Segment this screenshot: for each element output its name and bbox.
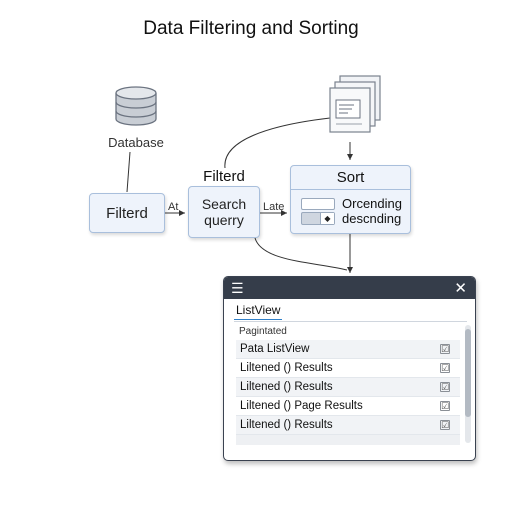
- list-item-label: Pata ListView: [240, 343, 310, 355]
- list-item-label: Liltened () Results: [240, 362, 333, 374]
- sort-node-title: Sort: [291, 166, 410, 190]
- search-node-caption: Filterd: [203, 168, 245, 185]
- list-item[interactable]: Liltened () Results ☑: [236, 416, 460, 435]
- checkbox-checked-icon[interactable]: ☑: [440, 382, 450, 392]
- search-node-line2: querry: [204, 212, 244, 228]
- connector-database-to-filterd: [126, 151, 131, 193]
- vertical-scrollbar[interactable]: [465, 325, 471, 443]
- list-item[interactable]: Liltened () Results ☑: [236, 378, 460, 397]
- close-icon[interactable]: ✕: [454, 279, 467, 297]
- ascending-label: Orcending: [342, 196, 402, 211]
- filterd-node-label: Filterd: [106, 204, 148, 222]
- list-item-label: Liltened () Page Results: [240, 400, 363, 412]
- list-item-label: Liltened () Results: [240, 381, 333, 393]
- connector-search-to-window: [254, 237, 348, 271]
- menu-icon[interactable]: ☰: [231, 280, 244, 296]
- results-list: Pata ListView ☑ Liltened () Results ☑ Li…: [236, 340, 460, 445]
- list-empty-row: [236, 435, 460, 445]
- tab-divider: [234, 321, 467, 322]
- search-node-line1: Search: [201, 196, 247, 212]
- filterd-node: Filterd: [89, 193, 165, 233]
- checkbox-checked-icon[interactable]: ☑: [440, 363, 450, 373]
- sort-option-descending[interactable]: ◆ descnding: [301, 211, 401, 226]
- list-item[interactable]: Liltened () Page Results ☑: [236, 397, 460, 416]
- scrollbar-thumb[interactable]: [465, 329, 471, 417]
- search-query-node: Search querry: [188, 186, 260, 238]
- descending-toggle[interactable]: ◆: [301, 212, 335, 225]
- checkbox-checked-icon[interactable]: ☑: [440, 401, 450, 411]
- window-titlebar: ☰ ✕: [224, 277, 475, 299]
- sort-node: Sort Orcending ◆ descnding: [290, 165, 411, 234]
- checkbox-checked-icon[interactable]: ☑: [440, 344, 450, 354]
- connector-search-to-documents: [224, 117, 331, 169]
- tab-listview[interactable]: ListView: [234, 303, 283, 320]
- diagram-title: Data Filtering and Sorting: [143, 18, 359, 39]
- sort-option-ascending[interactable]: Orcending: [301, 196, 402, 211]
- documents-stack-icon: [329, 75, 381, 133]
- list-item[interactable]: Liltened () Results ☑: [236, 359, 460, 378]
- edge-label-late: Late: [263, 201, 285, 213]
- listview-window: ☰ ✕ ListView Pagintated Pata ListView ☑ …: [223, 276, 476, 461]
- paginated-label: Pagintated: [239, 326, 287, 337]
- list-item[interactable]: Pata ListView ☑: [236, 340, 460, 359]
- descending-label: descnding: [342, 211, 402, 226]
- list-item-label: Liltened () Results: [240, 419, 333, 431]
- database-label: Database: [108, 135, 164, 150]
- edge-label-at: At: [168, 201, 179, 213]
- database-icon: [115, 86, 157, 126]
- toggle-knob-icon: ◆: [320, 213, 334, 224]
- ascending-checkbox[interactable]: [301, 197, 335, 210]
- checkbox-checked-icon[interactable]: ☑: [440, 420, 450, 430]
